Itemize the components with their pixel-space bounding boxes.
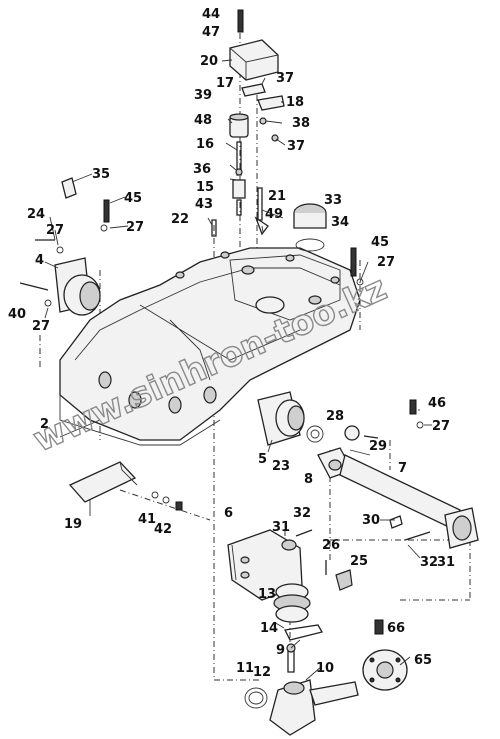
label-34: 34 <box>331 215 349 230</box>
label-32b: 32 <box>420 555 438 570</box>
label-47: 47 <box>202 25 220 40</box>
label-27d: 27 <box>377 255 395 270</box>
label-40: 40 <box>8 307 26 322</box>
label-37b: 37 <box>287 139 305 154</box>
leader-lines <box>44 59 432 681</box>
label-24: 24 <box>27 207 45 222</box>
label-2: 2 <box>40 417 49 432</box>
label-6: 6 <box>224 506 233 521</box>
label-12: 12 <box>253 665 271 680</box>
label-21: 21 <box>268 189 286 204</box>
output-flange <box>362 619 408 691</box>
side-flange-cover <box>54 257 101 316</box>
label-10: 10 <box>316 661 334 676</box>
label-44: 44 <box>202 7 220 22</box>
label-66: 66 <box>387 621 405 636</box>
label-35: 35 <box>92 167 110 182</box>
cover-plate <box>68 461 183 511</box>
label-25: 25 <box>350 554 368 569</box>
label-8: 8 <box>304 472 313 487</box>
label-17: 17 <box>216 76 234 91</box>
label-45: 45 <box>124 191 142 206</box>
label-43: 43 <box>195 197 213 212</box>
label-42: 42 <box>154 522 172 537</box>
label-4: 4 <box>35 253 44 268</box>
label-14: 14 <box>260 621 278 636</box>
label-49: 49 <box>265 207 283 222</box>
label-27b: 27 <box>46 223 64 238</box>
label-32: 32 <box>293 506 311 521</box>
upper-small-parts <box>211 83 285 237</box>
label-36: 36 <box>193 162 211 177</box>
label-33: 33 <box>324 193 342 208</box>
label-7: 7 <box>398 461 407 476</box>
label-38: 38 <box>292 116 310 131</box>
long-shaft <box>339 454 479 549</box>
label-18: 18 <box>286 95 304 110</box>
left-bolts <box>19 177 364 307</box>
lower-fork-assembly <box>244 643 359 736</box>
label-31: 31 <box>272 520 290 535</box>
label-27e: 27 <box>432 419 450 434</box>
top-cover <box>229 9 279 81</box>
rubber-mount <box>273 583 323 641</box>
label-20: 20 <box>200 54 218 69</box>
label-23: 23 <box>272 459 290 474</box>
label-15: 15 <box>196 180 214 195</box>
label-26: 26 <box>322 538 340 553</box>
label-19: 19 <box>64 517 82 532</box>
gearbox-housing <box>59 247 361 446</box>
right-small-parts <box>306 399 424 443</box>
label-28: 28 <box>326 409 344 424</box>
label-27: 27 <box>126 220 144 235</box>
label-48: 48 <box>194 113 212 128</box>
label-5: 5 <box>258 452 267 467</box>
label-11: 11 <box>236 661 254 676</box>
label-46: 46 <box>428 396 446 411</box>
mounting-bracket <box>227 529 353 601</box>
label-39: 39 <box>194 88 212 103</box>
label-13: 13 <box>258 587 276 602</box>
label-9: 9 <box>276 643 285 658</box>
label-22: 22 <box>171 212 189 227</box>
breather-cap <box>293 203 327 252</box>
label-45b: 45 <box>371 235 389 250</box>
label-27c: 27 <box>32 319 50 334</box>
label-29: 29 <box>369 439 387 454</box>
label-16: 16 <box>196 137 214 152</box>
label-65: 65 <box>414 653 432 668</box>
label-37: 37 <box>276 71 294 86</box>
part-number-labels: 44 47 20 17 37 39 18 48 38 37 16 36 15 4… <box>8 7 455 680</box>
label-31b: 31 <box>437 555 455 570</box>
label-41: 41 <box>138 512 156 527</box>
rear-flange <box>257 391 305 446</box>
label-30: 30 <box>362 513 380 528</box>
